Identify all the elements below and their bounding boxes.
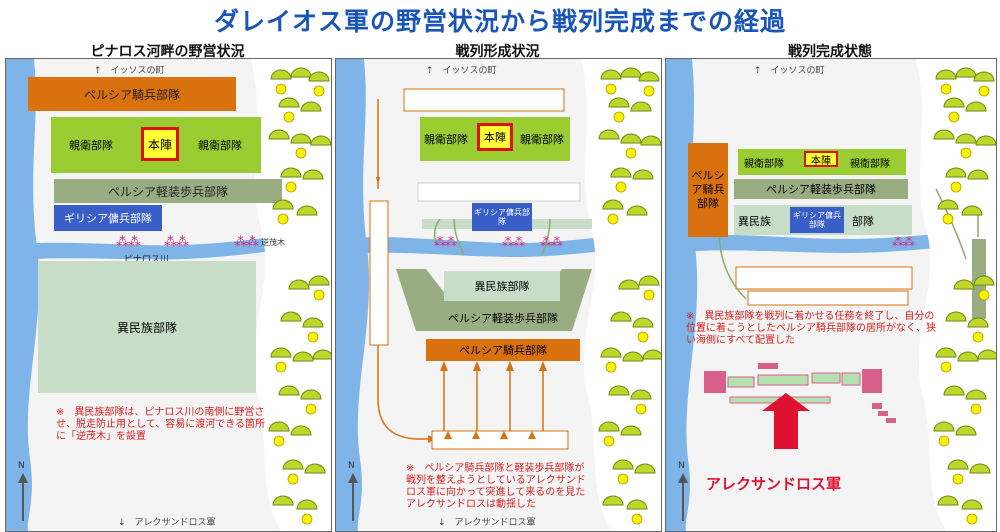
cavalry-route-line [377,99,432,440]
greek-mercenary-unit: ギリシア傭兵部隊 [790,207,844,233]
stakes-marker-right: ⁂⁂ [234,235,259,250]
hill-trees [268,67,331,525]
guard-unit: 親衛部隊 本陣 親衛部隊 [738,149,906,175]
south-label: ↓ アレクサンドロス軍 [118,518,216,528]
guard-left-label: 親衛部隊 [424,133,468,146]
guard-left-label: 親衛部隊 [744,159,784,170]
stakes-marker-mid: ⁂⁂ [164,235,189,250]
river [336,231,661,257]
pinaros-river [6,231,331,261]
light-infantry-unit: ペルシア軽装歩兵部隊 [54,179,282,203]
guard-unit: 親衛部隊 本陣 親衛部隊 [51,117,261,173]
foreign-unit: 異民族部隊 [444,271,560,301]
panel-complete: ↑ イッソスの町 ペルシア騎兵部隊 親衛部隊 本陣 親衛部隊 ペルシア軽装歩兵部… [665,58,997,532]
foreign-right-label: 部隊 [852,215,874,228]
guard-unit: 親衛部隊 本陣 親衛部隊 [420,117,570,161]
north-label: ↑ イッソスの町 [754,66,825,76]
honjin-marker: 本陣 [804,151,838,167]
empty-cavalry-row-2 [747,290,909,306]
honjin-marker: 本陣 [477,123,513,151]
light-infantry-label: ペルシア軽装歩兵部隊 [448,312,558,325]
guard-right-label: 親衛部隊 [850,159,890,170]
honjin-marker: 本陣 [141,127,179,161]
guard-right-label: 親衛部隊 [198,139,242,152]
alexander-army-light [727,372,861,404]
river-label: ピナロス川 [124,255,170,265]
page-title: ダレイオス軍の野営状況から戦列完成までの経過 [213,7,786,36]
panel-camp: ペルシア騎兵部隊 親衛部隊 本陣 親衛部隊 ペルシア軽装歩兵部隊 ギリシア傭兵部… [5,58,332,532]
north-label: ↑ イッソスの町 [94,66,165,76]
alexander-army-heavy [704,363,896,423]
empty-light-position [417,182,581,202]
panel-3-heading: 戦列完成状態 [788,44,872,60]
compass-icon [18,473,28,521]
empty-cavalry-position [403,88,565,112]
front-line-box [431,430,569,450]
light-infantry-unit: ペルシア軽装歩兵部隊 [734,179,908,199]
cavalry-advance-heads [440,361,547,371]
persian-cavalry-unit: ペルシア騎兵部隊 [426,339,580,361]
greek-mercenary-unit: ギリシア傭兵部隊 [54,205,162,231]
stakes-marker-left: ⁂⁂ [116,235,141,250]
compass-n: N [678,461,685,471]
persian-cavalry-unit: ペルシア騎兵部隊 [688,143,728,237]
stakes-marker-mid: ⁂⁂ [502,235,525,249]
hill-trees [598,67,661,525]
persian-cavalry-unit: ペルシア騎兵部隊 [28,77,236,111]
cavalry-path-box [369,200,389,346]
sea-area [6,59,40,531]
panel-2-heading: 戦列形成状況 [455,44,540,60]
stakes-marker-left: ⁂⁂ [434,235,457,249]
greek-mercenary-unit: ギリシア傭兵部隊 [472,203,532,231]
panel-3-note: ※ 異民族部隊を戦列に着かせる任務を終了し、自分の位置に着こうとしたペルシア騎兵… [686,311,936,346]
compass-n: N [348,461,355,471]
north-label: ↑ イッソスの町 [426,66,497,76]
hill-trees [933,67,996,525]
stakes-marker-right: ⁂⁂ [892,235,915,249]
panel-2-note: ※ ペルシア騎兵部隊と軽装歩兵部隊が戦列を整えようとしているアレクサンドロス軍に… [406,463,586,510]
compass-icon [678,473,688,521]
alexander-arrow-head [762,393,810,411]
foreign-unit: 異民族部隊 [38,261,256,393]
stakes-marker-right: ⁂⁂ [540,235,563,249]
sea-area [336,59,370,531]
compass-n: N [18,461,25,471]
panel-formation: ↑ イッソスの町 親衛部隊 本陣 親衛部隊 ギリシア傭兵部隊 ⁂⁂ ⁂⁂ ⁂⁂ … [335,58,662,532]
compass-icon [348,473,358,521]
alexander-army-label: アレクサンドロス軍 [706,475,842,493]
river [666,229,996,253]
guard-right-label: 親衛部隊 [520,133,564,146]
south-label: ↓ アレクサンドロス軍 [438,518,536,528]
guard-left-label: 親衛部隊 [69,139,113,152]
foreign-unit: 異民族 ギリシア傭兵部隊 部隊 [734,205,912,235]
cavalry-advance-arrows [443,363,544,431]
front-line-markers [444,431,536,439]
empty-cavalry-row [735,266,913,290]
panel-1-note: ※ 異民族部隊は、ピナロス川の南側に野営させ、脱走防止用として、容易に渡河できる… [56,407,265,442]
movement-arrows [433,218,551,256]
stakes-label: 逆茂木 [261,238,285,247]
panel-1-heading: ピナロス河畔の野営状況 [90,44,245,60]
foreign-left-label: 異民族 [738,215,771,228]
alexander-arrow-shaft [774,409,798,449]
